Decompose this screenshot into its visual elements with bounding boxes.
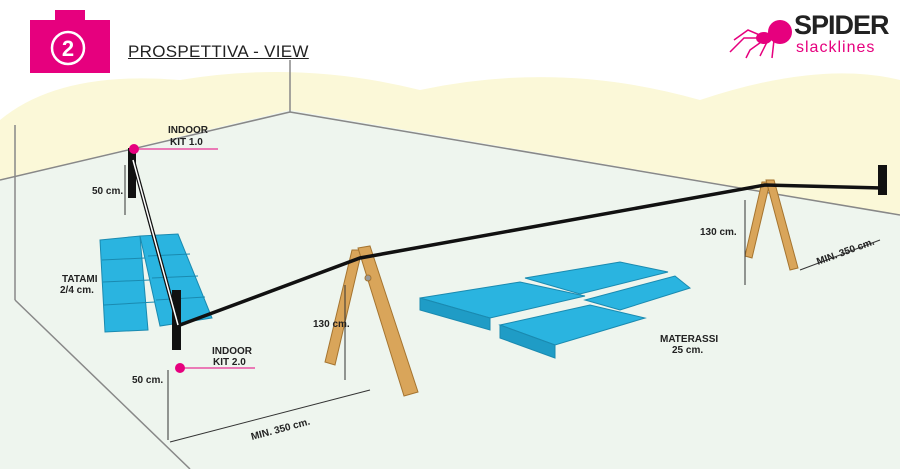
- page-title: PROSPETTIVA - VIEW: [128, 42, 309, 61]
- height-a-frame-2: 130 cm.: [700, 227, 737, 238]
- anchor-far: [878, 165, 887, 195]
- indoor-kit-2-label-2: KIT 2.0: [213, 357, 246, 368]
- anchor-kit-1: [128, 148, 136, 198]
- logo-brand: SPIDER: [794, 10, 890, 40]
- spider-icon: [729, 20, 792, 59]
- camera-step-badge: 2: [30, 10, 110, 73]
- room-edges: [0, 60, 900, 469]
- indoor-kit-1-label-2: KIT 1.0: [170, 137, 203, 148]
- camera-icon: 2: [30, 10, 110, 73]
- materassi-label: MATERASSI: [660, 334, 718, 345]
- a-frame-1: [324, 245, 419, 397]
- dimension-lines: [124, 165, 881, 443]
- step-number: 2: [62, 36, 74, 61]
- height-top-left: 50 cm.: [92, 186, 123, 197]
- height-a-frame-1: 130 cm.: [313, 319, 350, 330]
- height-bottom-left: 50 cm.: [132, 375, 163, 386]
- logo-sub: slacklines: [796, 39, 876, 56]
- slackline: [179, 183, 883, 327]
- indoor-kit-2-label: INDOOR: [212, 346, 253, 357]
- materassi-mats: [419, 261, 692, 359]
- spider-logo: SPIDER slacklines: [728, 10, 893, 60]
- tatami-label: TATAMI: [62, 274, 98, 285]
- a-frame-2: [744, 179, 799, 271]
- tatami-label-2: 2/4 cm.: [60, 285, 94, 296]
- indoor-kit-1-label: INDOOR: [168, 125, 209, 136]
- materassi-label-2: 25 cm.: [672, 345, 703, 356]
- wall-left: [0, 72, 900, 215]
